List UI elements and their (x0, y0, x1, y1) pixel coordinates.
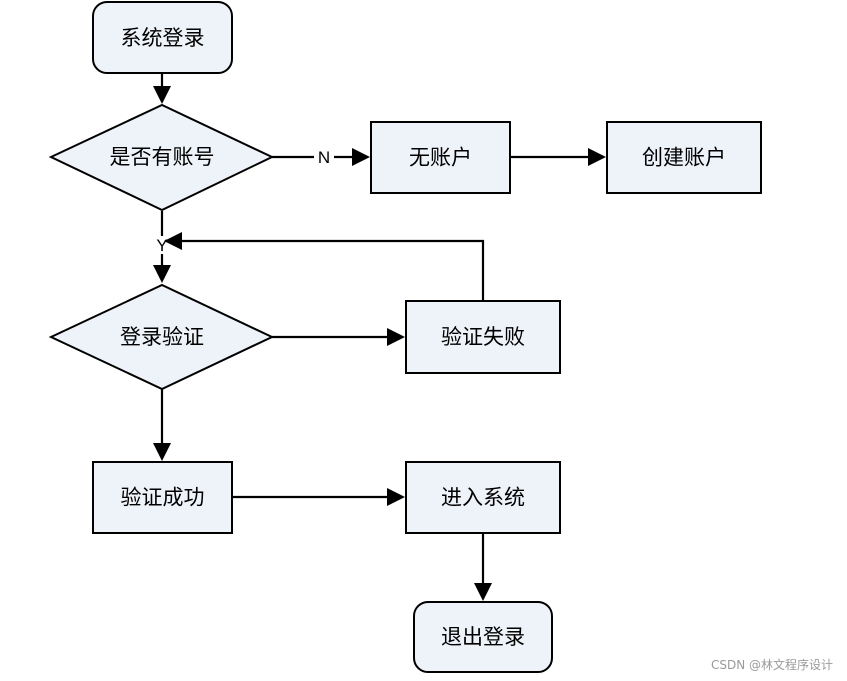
edge-login-verify-to-verify-success (153, 389, 171, 461)
node-start: 系统登录 (92, 1, 233, 74)
edge-label-no: N (318, 148, 330, 167)
node-login-verify: 登录验证 (48, 283, 275, 391)
node-verify-fail: 验证失败 (405, 300, 561, 374)
node-start-label: 系统登录 (121, 26, 205, 50)
node-has-account-label: 是否有账号 (110, 145, 215, 169)
node-logout-label: 退出登录 (441, 625, 525, 649)
edge-enter-system-to-logout (474, 533, 492, 601)
node-no-account-label: 无账户 (409, 146, 472, 170)
node-login-verify-label: 登录验证 (120, 325, 204, 349)
node-verify-success: 验证成功 (92, 461, 233, 534)
node-enter-system-label: 进入系统 (441, 486, 525, 510)
node-create-account-label: 创建账户 (642, 146, 726, 170)
edge-label-bg (314, 147, 334, 167)
node-verify-success-label: 验证成功 (121, 486, 205, 510)
edge-login-verify-to-verify-fail (272, 328, 405, 346)
node-logout: 退出登录 (413, 601, 553, 673)
edge-verify-success-to-enter-system (232, 488, 405, 506)
edge-no-account-to-create-account (510, 148, 606, 166)
edge-verify-fail-retry (164, 232, 485, 301)
edge-has-account-to-no-account (272, 148, 370, 166)
node-create-account: 创建账户 (606, 121, 762, 194)
node-no-account: 无账户 (370, 121, 511, 194)
edge-start-to-has-account (153, 73, 171, 104)
edge-label-yes: Y (156, 236, 167, 255)
node-verify-fail-label: 验证失败 (441, 325, 525, 349)
watermark: CSDN @林文程序设计 (710, 658, 833, 672)
node-enter-system: 进入系统 (405, 461, 561, 534)
node-has-account: 是否有账号 (48, 103, 275, 212)
